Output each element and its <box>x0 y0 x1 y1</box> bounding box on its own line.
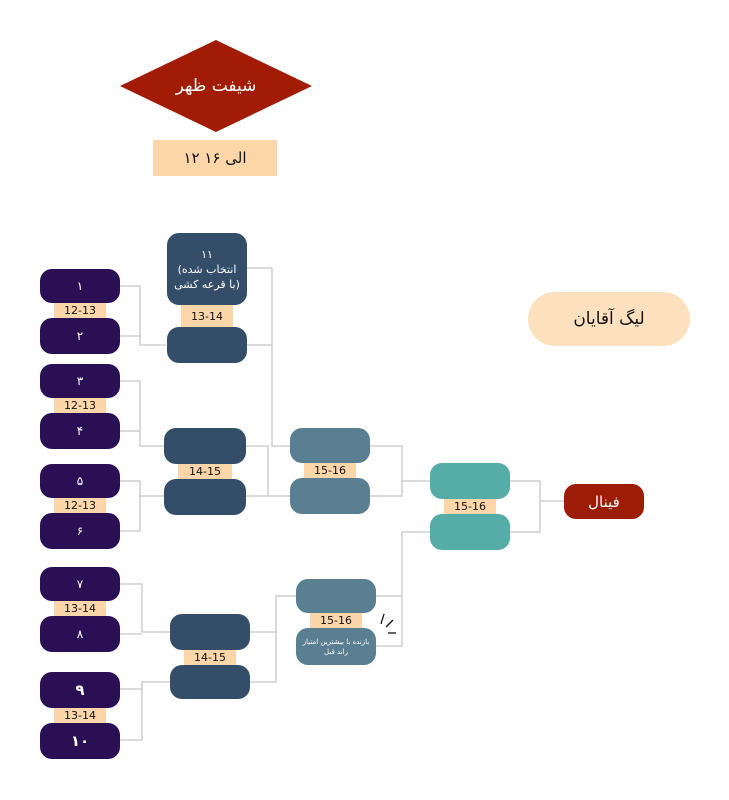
seed-9: ۹ <box>40 672 120 708</box>
seed-8: ۸ <box>40 616 120 652</box>
connector <box>370 445 430 482</box>
shift-title: شیفت ظهر <box>175 76 257 96</box>
emphasis-mark <box>385 619 394 628</box>
connector <box>246 445 290 497</box>
seed-5: ۵ <box>40 464 120 498</box>
seed-1: ۱ <box>40 269 120 303</box>
wildcard-seed-11: ۱۱ (انتخاب شده با قرعه کشی) <box>167 233 247 305</box>
round2-slot <box>170 614 250 650</box>
match-time: 15-16 <box>444 499 496 514</box>
round2-slot <box>167 327 247 363</box>
connector <box>120 285 166 346</box>
connector <box>510 501 541 533</box>
final-badge: فینال <box>564 484 644 519</box>
connector <box>250 632 277 683</box>
match-time: 15-16 <box>304 463 356 478</box>
connector <box>250 595 296 633</box>
seed-4: ۴ <box>40 413 120 449</box>
match-time: 15-16 <box>310 613 362 628</box>
seed-3: ۳ <box>40 364 120 398</box>
seed-10: ۱۰ <box>40 723 120 759</box>
wildcard-number: ۱۱ <box>201 247 213 261</box>
round2-slot <box>164 479 246 515</box>
connector <box>120 480 164 497</box>
connector <box>120 681 170 690</box>
connector <box>246 267 290 447</box>
wildcard-note-line1: (انتخاب شده <box>177 262 237 276</box>
seed-7: ۷ <box>40 567 120 601</box>
wildcard-note-line2: با قرعه کشی) <box>174 277 240 291</box>
round3-slot <box>290 478 370 514</box>
seed-2: ۲ <box>40 318 120 354</box>
match-time: 13-14 <box>54 601 106 616</box>
connector <box>376 531 430 597</box>
round2-slot <box>170 665 250 699</box>
connector <box>510 480 564 502</box>
round3-slot <box>296 579 376 613</box>
connector <box>120 380 164 447</box>
connector <box>120 496 141 532</box>
match-time: 13-14 <box>181 305 233 327</box>
match-time: 14-15 <box>178 464 232 479</box>
round3-slot <box>290 428 370 463</box>
emphasis-mark <box>380 613 385 625</box>
shift-hours: ۱۲ الی ۱۶ <box>153 140 277 176</box>
match-time: 12-13 <box>54 303 106 318</box>
seed-6: ۶ <box>40 513 120 549</box>
league-title: لیگ آقایان <box>528 292 690 346</box>
connector <box>120 583 170 633</box>
semifinal-slot <box>430 463 510 499</box>
connector <box>120 682 143 741</box>
round2-slot <box>164 428 246 464</box>
connector <box>376 596 403 647</box>
connector <box>370 481 403 497</box>
semifinal-slot <box>430 514 510 550</box>
match-time: 12-13 <box>54 398 106 413</box>
best-loser-slot: بازنده با بیشترین امتیاز راند قبل <box>296 628 376 665</box>
match-time: 12-13 <box>54 498 106 513</box>
match-time: 14-15 <box>184 650 236 665</box>
shift-diamond <box>120 40 312 132</box>
match-time: 13-14 <box>54 708 106 723</box>
